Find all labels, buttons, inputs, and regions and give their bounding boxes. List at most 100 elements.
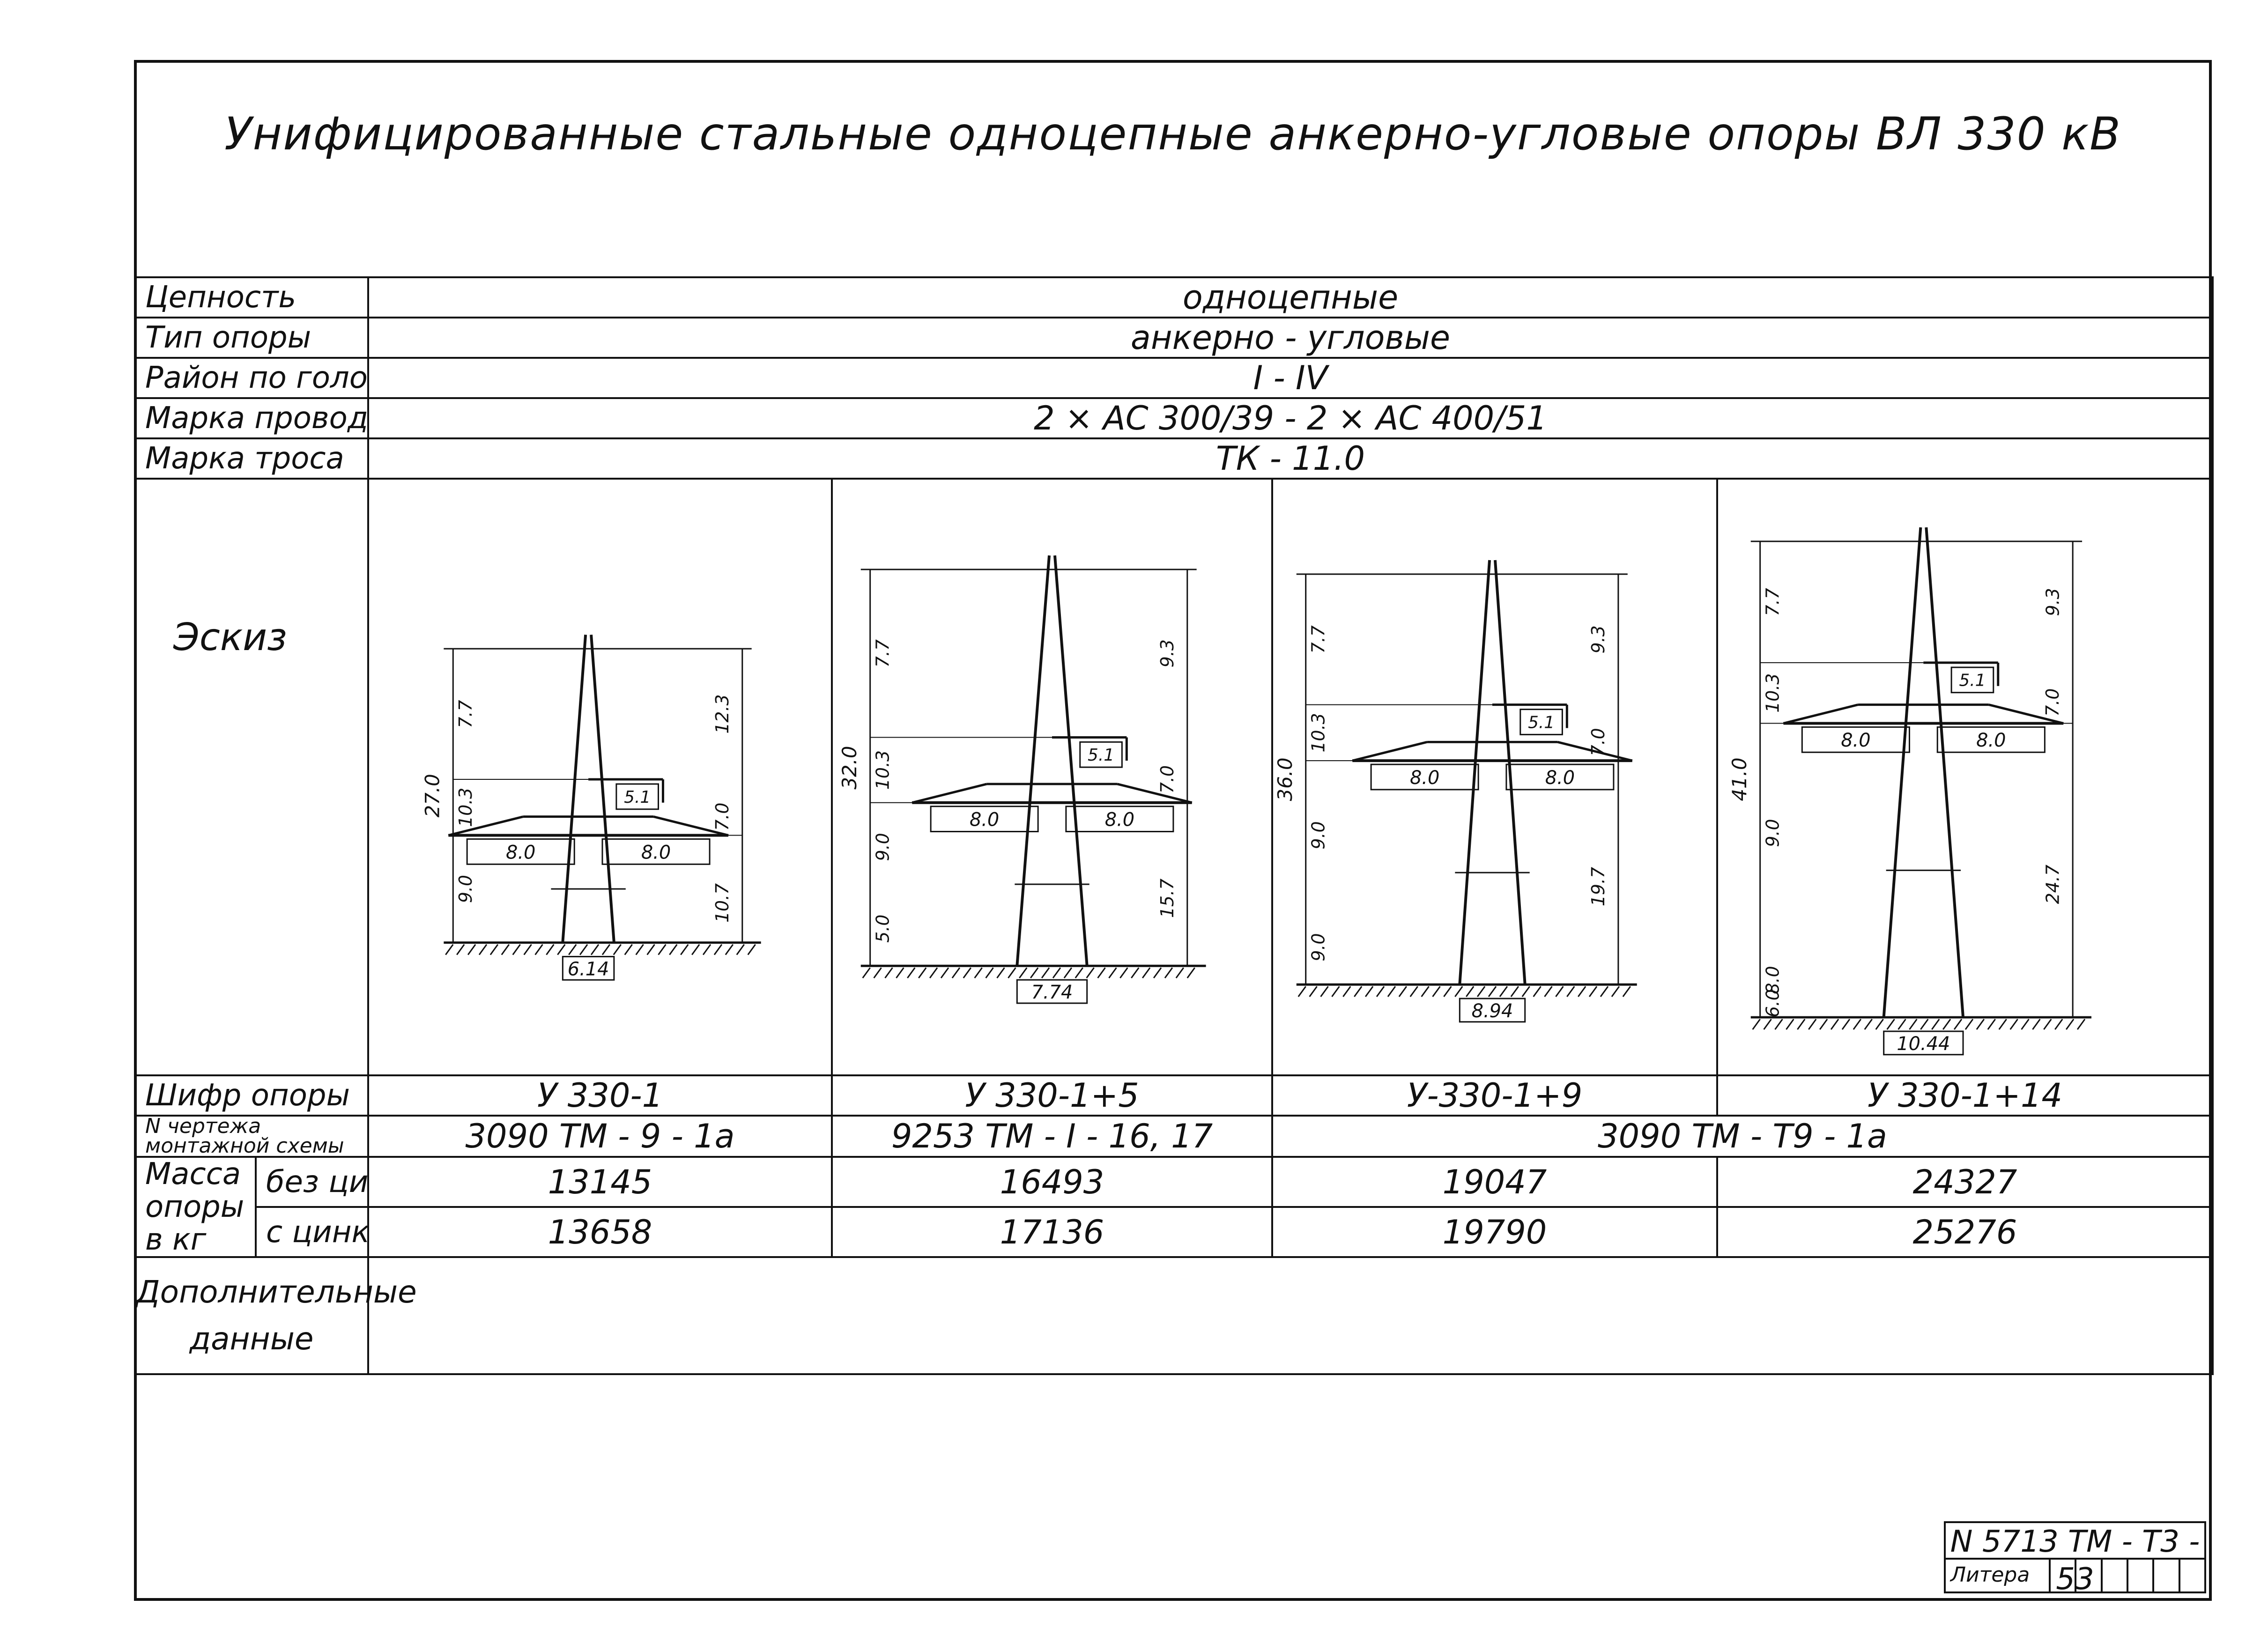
peak-offset-label: 5.1: [1088, 746, 1114, 765]
ground-hatch: [2021, 1019, 2030, 1030]
ground-hatch: [1841, 1019, 1851, 1030]
ground-hatch: [2065, 1019, 2075, 1030]
ground-hatch: [1611, 986, 1620, 997]
peak-offset-label: 5.1: [1959, 671, 1986, 690]
title-stamp: N 5713 ТМ - Т3 - 53 Литера: [1944, 1521, 2212, 1601]
arm-dimension-box: [1936, 726, 2046, 753]
mass-with-4: 25276: [1716, 1206, 2214, 1258]
ground-hatch: [1342, 986, 1351, 997]
specification-table: Цепность одноцепные Тип опоры анкерно - …: [134, 276, 2214, 1375]
ground-hatch: [1488, 986, 1497, 997]
arm-length-left: 8.0: [1841, 730, 1870, 751]
ground-hatch: [907, 967, 916, 979]
ground-hatch: [680, 944, 689, 955]
peak-dimension-box: [615, 783, 659, 810]
label-drawing: N чертежа монтажной схемы: [134, 1115, 369, 1158]
ground-hatch: [929, 967, 938, 979]
tower-leg: [1925, 527, 1965, 1018]
stamp-box: [2180, 1560, 2204, 1591]
ground-hatch: [646, 944, 655, 955]
base-dimension-box: [1016, 979, 1088, 1004]
segment-low2-label: 8.0: [1763, 966, 1783, 994]
ground-hatch: [1376, 986, 1385, 997]
ground-hatch: [1041, 967, 1050, 979]
ground-hatch: [1931, 1019, 1940, 1030]
segment-mid-label: 10.3: [872, 750, 893, 790]
ground-hatch: [1331, 986, 1340, 997]
ground-hatch: [1864, 1019, 1873, 1030]
ground-hatch: [1521, 986, 1530, 997]
row-code: Шифр опоры У 330-1 У 330-1+5 У-330-1+9 У…: [134, 1074, 2214, 1117]
code-2: У 330-1+5: [831, 1074, 1273, 1117]
arm-length-right: 8.0: [641, 842, 671, 863]
label-circuit: Цепность: [134, 276, 369, 318]
peak-dimension-box: [1519, 709, 1563, 735]
ground-hatch: [918, 967, 927, 979]
crossarm-brace: [653, 815, 729, 836]
mass-with-2: 17136: [831, 1206, 1273, 1258]
crossarm-brace: [1117, 783, 1193, 804]
base-width-label: 6.14: [568, 958, 609, 980]
ground-hatch: [884, 967, 893, 979]
ground-hatch: [456, 944, 465, 955]
value-ice: I - IV: [367, 357, 2214, 399]
row-mass-without: Масса опоры в кг без цинка 13145 16493 1…: [134, 1156, 2214, 1258]
segment-low-label: 9.0: [1763, 819, 1783, 847]
ground-hatch: [1964, 1019, 1974, 1030]
row-wire: Марка проводов. 2 × АС 300/39 - 2 × АС 4…: [134, 397, 2214, 439]
ground-hatch: [2009, 1019, 2018, 1030]
ground-hatch: [896, 967, 904, 979]
segment-right-mid-label: 7.0: [1588, 728, 1608, 756]
ground-hatch: [1555, 986, 1564, 997]
stamp-box: [2103, 1560, 2128, 1591]
ground-hatch: [1131, 967, 1140, 979]
tower-leg: [561, 635, 587, 943]
ground-hatch: [445, 944, 454, 955]
ground-hatch: [1808, 1019, 1817, 1030]
mass-without-2: 16493: [831, 1156, 1273, 1208]
arm-dimension-box: [1370, 763, 1479, 791]
ground-hatch: [2032, 1019, 2041, 1030]
ground-hatch: [1019, 967, 1028, 979]
row-extra: Дополнительные данные: [134, 1256, 2214, 1375]
ground-hatch: [1578, 986, 1586, 997]
ground-hatch: [1819, 1019, 1828, 1030]
value-circuit: одноцепные: [367, 276, 2214, 318]
ground-hatch: [1186, 967, 1195, 979]
ground-hatch: [1797, 1019, 1806, 1030]
ground-hatch: [1976, 1019, 1985, 1030]
segment-mid-label: 10.3: [1308, 713, 1329, 752]
code-1: У 330-1: [367, 1074, 833, 1117]
stamp-box: [2128, 1560, 2155, 1591]
ground-hatch: [467, 944, 476, 955]
value-cable: ТК - 11.0: [367, 437, 2214, 480]
ground-hatch: [1175, 967, 1185, 979]
ground-hatch: [1421, 986, 1430, 997]
ground-hatch: [523, 944, 532, 955]
ground-hatch: [2076, 1019, 2086, 1030]
total-height-label: 32.0: [838, 746, 861, 790]
ground-hatch: [568, 944, 577, 955]
drawing-1: 3090 ТМ - 9 - 1а: [367, 1115, 833, 1158]
ground-hatch: [1086, 967, 1095, 979]
stamp-box: [2051, 1560, 2077, 1591]
label-mass-with: с цинком: [255, 1206, 369, 1258]
ground-hatch: [1052, 967, 1061, 979]
code-4: У 330-1+14: [1716, 1074, 2214, 1117]
ground-hatch: [1141, 967, 1151, 979]
ground-hatch: [1030, 967, 1039, 979]
ground-hatch: [1622, 986, 1631, 997]
total-height-label: 36.0: [1274, 757, 1297, 801]
ground-hatch: [985, 967, 994, 979]
extra-data-cell: [367, 1256, 2214, 1375]
base-dimension-box: [1883, 1030, 1964, 1056]
ground-hatch: [1454, 986, 1463, 997]
ground-hatch: [1875, 1019, 1884, 1030]
tower-leg: [590, 635, 615, 943]
ground-hatch: [702, 944, 712, 955]
segment-right-top-label: 9.3: [1588, 625, 1608, 653]
ground-hatch: [1153, 967, 1162, 979]
